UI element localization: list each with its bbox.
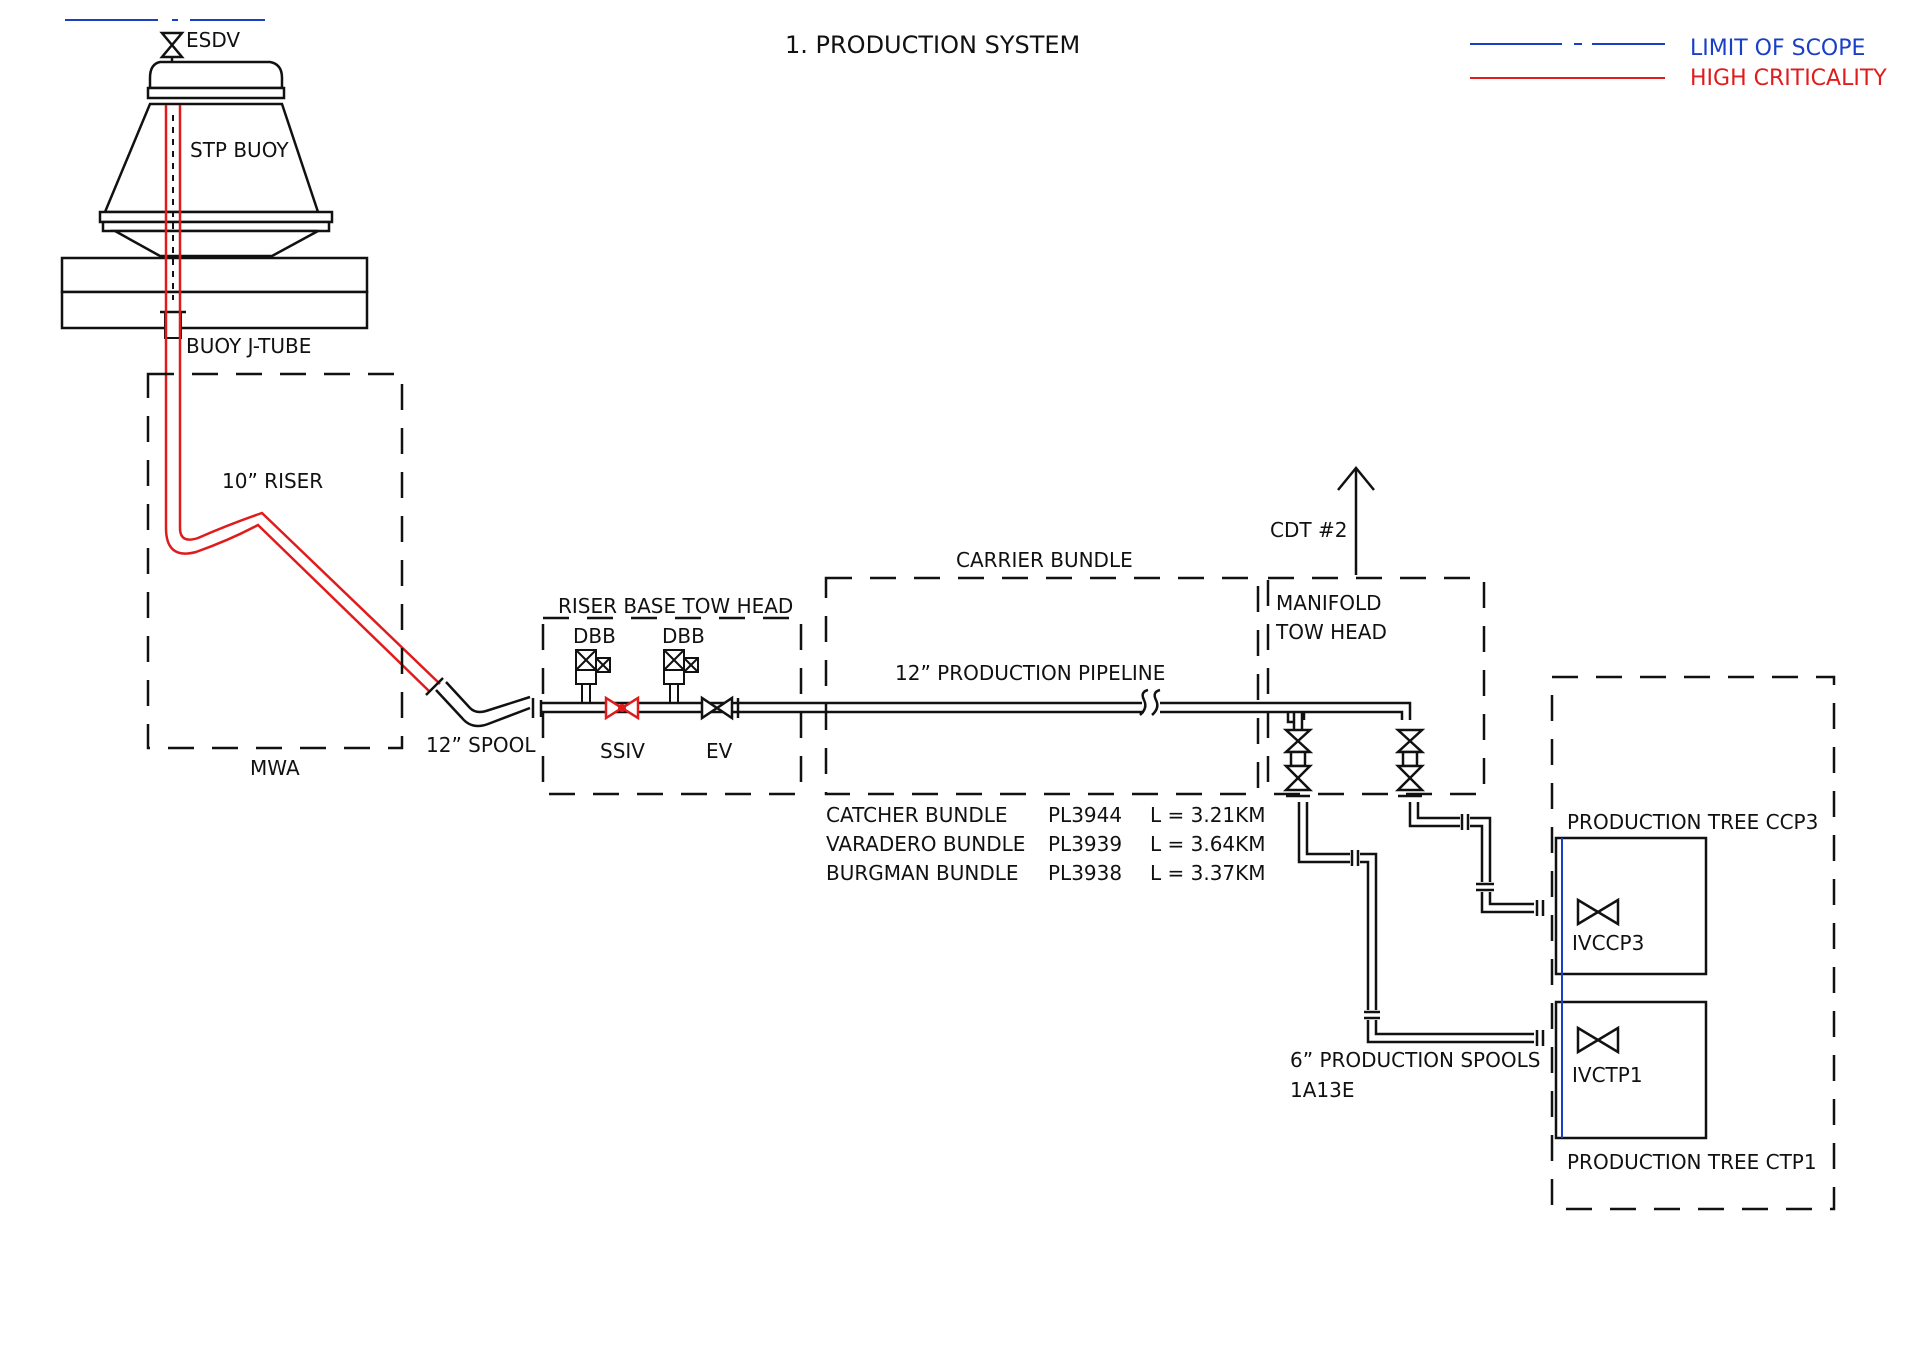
manifold-label-line2: TOW HEAD bbox=[1275, 620, 1387, 644]
ssiv-valve bbox=[604, 695, 640, 721]
manifold-branch-left bbox=[1282, 712, 1314, 798]
mwa-box bbox=[146, 372, 404, 750]
riser-label: 10” RISER bbox=[222, 469, 323, 493]
production-pipeline-12 bbox=[539, 688, 1412, 720]
legend-limit-of-scope-label: LIMIT OF SCOPE bbox=[1690, 36, 1865, 61]
dbb1-label: DBB bbox=[573, 624, 616, 648]
tree-ctp1-box bbox=[1554, 1000, 1708, 1140]
pipeline-12-label: 12” PRODUCTION PIPELINE bbox=[895, 661, 1165, 685]
production-spool-ctp1 bbox=[1297, 802, 1545, 1046]
ivccp3-valve bbox=[1576, 897, 1620, 927]
dbb2-label: DBB bbox=[662, 624, 705, 648]
bundle-1-name: CATCHER BUNDLE bbox=[826, 803, 1008, 827]
spools-label-line2: 1A13E bbox=[1290, 1078, 1355, 1102]
dbb-valve-2 bbox=[663, 649, 699, 703]
stp-buoy-label: STP BUOY bbox=[190, 138, 289, 162]
tree-ctp1-label: PRODUCTION TREE CTP1 bbox=[1567, 1150, 1817, 1174]
spools-label-line1: 6” PRODUCTION SPOOLS bbox=[1290, 1048, 1540, 1072]
bundle-1-pl: PL3944 bbox=[1048, 803, 1122, 827]
ev-valve bbox=[700, 695, 740, 721]
ivctp1-valve bbox=[1576, 1025, 1620, 1055]
diagram-title: 1. PRODUCTION SYSTEM bbox=[785, 31, 1080, 59]
carrier-bundle-label: CARRIER BUNDLE bbox=[956, 548, 1133, 572]
cdt-label: CDT #2 bbox=[1270, 518, 1347, 542]
manifold-tow-head-box bbox=[1266, 576, 1486, 796]
tree-ccp3-label: PRODUCTION TREE CCP3 bbox=[1567, 810, 1818, 834]
bundle-2-name: VARADERO BUNDLE bbox=[826, 832, 1025, 856]
esdv-valve bbox=[159, 31, 185, 62]
riser-base-tow-head-label: RISER BASE TOW HEAD bbox=[558, 594, 793, 618]
production-trees-box bbox=[1550, 675, 1836, 1211]
riser-high-criticality bbox=[164, 105, 441, 693]
production-spool-ccp3 bbox=[1408, 802, 1545, 916]
legend: LIMIT OF SCOPE HIGH CRITICALITY bbox=[1470, 36, 1887, 91]
bundle-3-pl: PL3938 bbox=[1048, 861, 1122, 885]
ssiv-label: SSIV bbox=[600, 739, 645, 763]
ivctp1-label: IVCTP1 bbox=[1572, 1063, 1643, 1087]
bundle-3-name: BURGMAN BUNDLE bbox=[826, 861, 1019, 885]
spool-12 bbox=[425, 677, 535, 728]
legend-high-criticality-label: HIGH CRITICALITY bbox=[1690, 66, 1887, 91]
manifold-branch-right bbox=[1394, 728, 1426, 798]
spool-12-label: 12” SPOOL bbox=[426, 733, 536, 757]
ev-label: EV bbox=[706, 739, 733, 763]
cdt-arrow bbox=[1337, 466, 1375, 575]
manifold-label-line1: MANIFOLD bbox=[1276, 591, 1382, 615]
buoy-j-tube-label: BUOY J-TUBE bbox=[186, 334, 311, 358]
stp-buoy bbox=[60, 60, 369, 330]
ivccp3-label: IVCCP3 bbox=[1572, 931, 1644, 955]
bundle-2-length: L = 3.64KM bbox=[1150, 832, 1266, 856]
carrier-bundle-box bbox=[824, 576, 1260, 796]
mwa-label: MWA bbox=[250, 756, 300, 780]
dbb-valve-1 bbox=[575, 649, 611, 703]
tree-ccp3-box bbox=[1554, 836, 1708, 976]
bundle-2-pl: PL3939 bbox=[1048, 832, 1122, 856]
esdv-label: ESDV bbox=[186, 28, 240, 52]
bundle-1-length: L = 3.21KM bbox=[1150, 803, 1266, 827]
bundle-3-length: L = 3.37KM bbox=[1150, 861, 1266, 885]
